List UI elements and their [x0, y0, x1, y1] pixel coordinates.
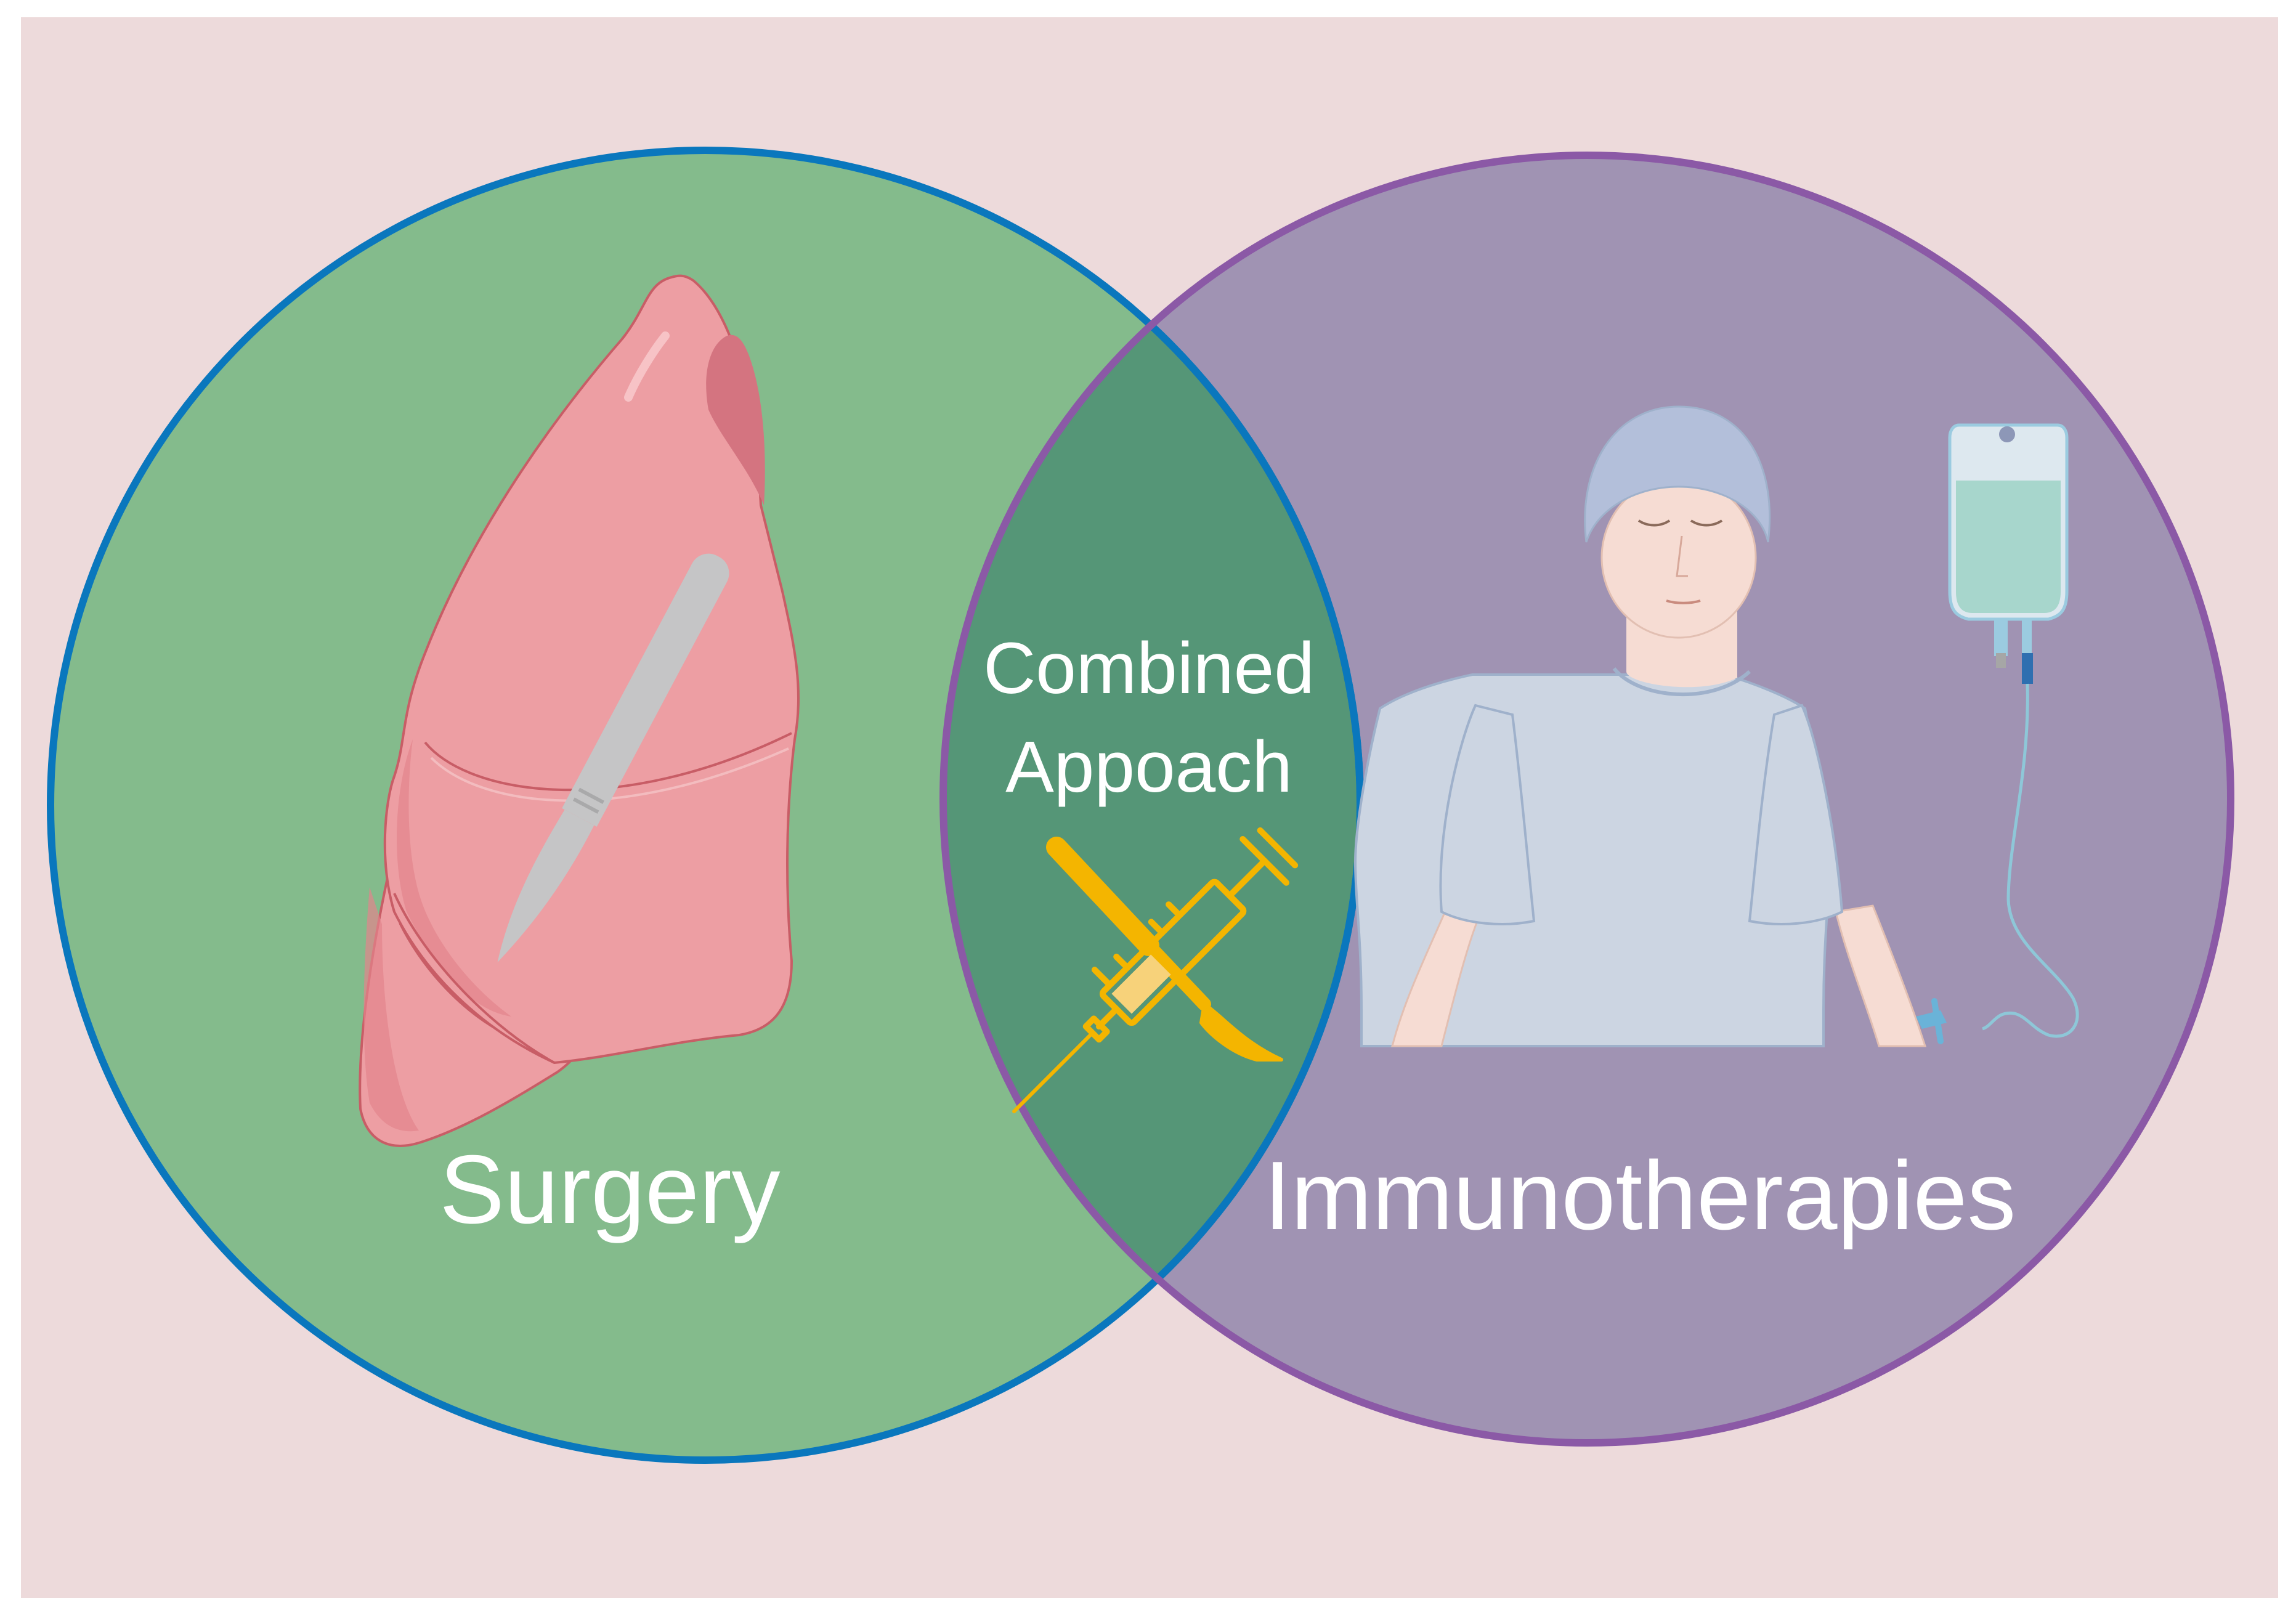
syringe-and-scalpel-icon — [1012, 827, 1299, 1113]
combined-approach-label-line2: Appoach — [1005, 726, 1292, 808]
patient-with-iv-drip-icon — [1353, 405, 2079, 1047]
surgery-label: Surgery — [439, 1135, 780, 1244]
lung-with-scalpel-icon — [359, 274, 800, 1147]
combined-approach-overlap — [943, 155, 1360, 1443]
combined-approach-label-line1: Combined — [983, 628, 1315, 709]
immunotherapies-label: Immunotherapies — [1264, 1142, 2016, 1250]
immunotherapies-circle-outline — [939, 152, 2234, 1447]
